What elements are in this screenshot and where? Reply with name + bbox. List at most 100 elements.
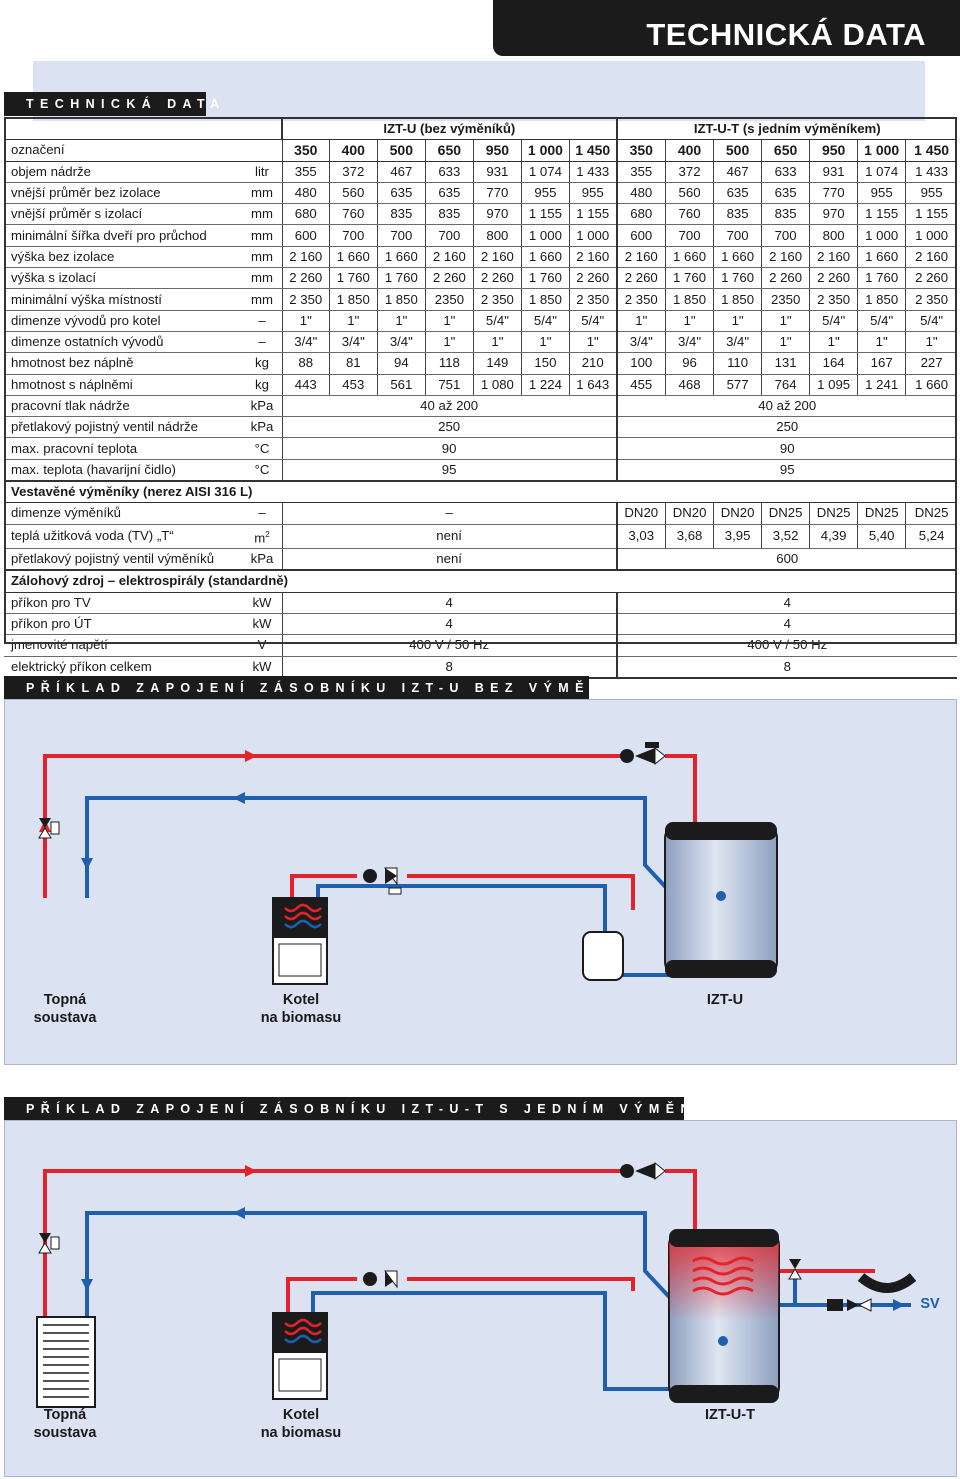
value-cell: 2 260 bbox=[281, 267, 330, 290]
row-unit: mm bbox=[242, 224, 283, 247]
value-cell-izt-u-t: 250 bbox=[615, 416, 957, 439]
size-cell: 650 bbox=[424, 139, 474, 162]
value-cell-izt-u: – bbox=[281, 502, 617, 525]
row-label: minimální výška místností bbox=[4, 288, 243, 311]
value-cell: 560 bbox=[665, 182, 714, 205]
value-cell: 1 660 bbox=[520, 246, 570, 269]
value-cell: 1 000 bbox=[905, 224, 957, 247]
value-cell: 3,68 bbox=[665, 524, 714, 550]
size-cell: 500 bbox=[376, 139, 426, 162]
valve-heating-icon-2 bbox=[38, 1233, 60, 1254]
value-cell: 5/4" bbox=[472, 310, 522, 332]
pump-boiler-icon-2 bbox=[363, 1270, 398, 1289]
value-cell-izt-u: není bbox=[281, 548, 617, 571]
value-cell: 1 760 bbox=[520, 267, 570, 290]
row-label: přetlakový pojistný ventil výměníků bbox=[4, 548, 243, 571]
tank-izt-u-t-icon bbox=[668, 1229, 780, 1403]
value-cell: 355 bbox=[281, 161, 330, 183]
value-cell: 150 bbox=[520, 352, 570, 375]
row-label: označení bbox=[4, 139, 283, 162]
value-cell: 1" bbox=[857, 331, 906, 354]
row-unit: litr bbox=[242, 161, 283, 183]
value-cell: 1 660 bbox=[713, 246, 762, 269]
value-cell: 2 160 bbox=[809, 246, 858, 269]
value-cell: 800 bbox=[472, 224, 522, 247]
value-cell: 835 bbox=[376, 203, 426, 226]
value-cell: 1 000 bbox=[520, 224, 570, 247]
value-cell: 81 bbox=[328, 352, 378, 375]
section-heading-exchangers: Vestavěné výměníky (nerez AISI 316 L) bbox=[4, 480, 957, 504]
value-cell: 1" bbox=[761, 331, 810, 354]
value-cell: 700 bbox=[713, 224, 762, 247]
value-cell-izt-u: 400 V / 50 Hz bbox=[281, 634, 617, 657]
cold-pipe-boiler-return bbox=[316, 884, 675, 977]
value-cell: 2 350 bbox=[615, 288, 666, 311]
section-heading-backup: Zálohový zdroj – elektrospirály (standar… bbox=[4, 569, 957, 593]
row-unit: °C bbox=[242, 459, 283, 482]
value-cell: 970 bbox=[472, 203, 522, 226]
row-unit: mm bbox=[242, 203, 283, 226]
value-cell: 467 bbox=[713, 161, 762, 183]
value-cell: 2 260 bbox=[761, 267, 810, 290]
boiler-icon-2 bbox=[272, 1312, 328, 1400]
value-cell: 700 bbox=[665, 224, 714, 247]
value-cell: 1" bbox=[424, 331, 474, 354]
row-label: hmotnost bez náplně bbox=[4, 352, 243, 375]
value-cell-izt-u-t: 400 V / 50 Hz bbox=[615, 634, 957, 657]
row-unit: kW bbox=[242, 592, 283, 614]
value-cell-izt-u: není bbox=[281, 524, 617, 550]
value-cell: 633 bbox=[424, 161, 474, 183]
row-unit: kg bbox=[242, 374, 283, 396]
unit-text: m bbox=[254, 530, 266, 546]
value-cell: DN25 bbox=[905, 502, 957, 525]
value-cell: 1" bbox=[809, 331, 858, 354]
value-cell: 467 bbox=[376, 161, 426, 183]
row-label: vnější průměr s izolací bbox=[4, 203, 243, 226]
label-cold-water: SV bbox=[920, 1296, 940, 1312]
technical-data-table: IZT-U (bez výměníků)IZT-U-T (s jedním vý… bbox=[4, 117, 957, 679]
value-cell: 2 260 bbox=[424, 267, 474, 290]
value-cell: 167 bbox=[857, 352, 906, 375]
hot-pipe-to-tank bbox=[407, 874, 635, 910]
value-cell: 2 160 bbox=[615, 246, 666, 269]
row-label: dimenze vývodů pro kotel bbox=[4, 310, 243, 332]
value-cell: 835 bbox=[424, 203, 474, 226]
row-label: minimální šířka dveří pro průchod bbox=[4, 224, 243, 247]
value-cell: 1" bbox=[520, 331, 570, 354]
value-cell: 680 bbox=[615, 203, 666, 226]
value-cell: 577 bbox=[713, 374, 762, 396]
value-cell: 1 241 bbox=[857, 374, 906, 396]
value-cell: 1 224 bbox=[520, 374, 570, 396]
value-cell: 955 bbox=[520, 182, 570, 205]
value-cell: 5/4" bbox=[905, 310, 957, 332]
value-cell: 600 bbox=[615, 224, 666, 247]
value-cell: 800 bbox=[809, 224, 858, 247]
row-label: objem nádrže bbox=[4, 161, 243, 183]
value-cell: 443 bbox=[281, 374, 330, 396]
row-unit: – bbox=[242, 502, 283, 525]
size-cell: 950 bbox=[472, 139, 522, 162]
row-label: dimenze výměníků bbox=[4, 502, 243, 525]
hot-pipe-heating-supply bbox=[43, 754, 625, 898]
value-cell-izt-u: 250 bbox=[281, 416, 617, 439]
value-cell: 94 bbox=[376, 352, 426, 375]
value-cell: 1 760 bbox=[665, 267, 714, 290]
value-cell: 3/4" bbox=[328, 331, 378, 354]
row-label: výška s izolací bbox=[4, 267, 243, 290]
label-tank-1: IZT-U bbox=[706, 992, 744, 1008]
diagram-izt-u-t-svg bbox=[36, 1161, 917, 1408]
value-cell: DN20 bbox=[713, 502, 762, 525]
section-row-backup: Zálohový zdroj – elektrospirály (standar… bbox=[4, 569, 957, 593]
row-unit: mm bbox=[242, 182, 283, 205]
value-cell: 1" bbox=[665, 310, 714, 332]
value-cell: 3,03 bbox=[615, 524, 666, 550]
value-cell: 1 074 bbox=[520, 161, 570, 183]
row-label: jmenovité napětí bbox=[4, 634, 243, 657]
value-cell: 2 160 bbox=[761, 246, 810, 269]
